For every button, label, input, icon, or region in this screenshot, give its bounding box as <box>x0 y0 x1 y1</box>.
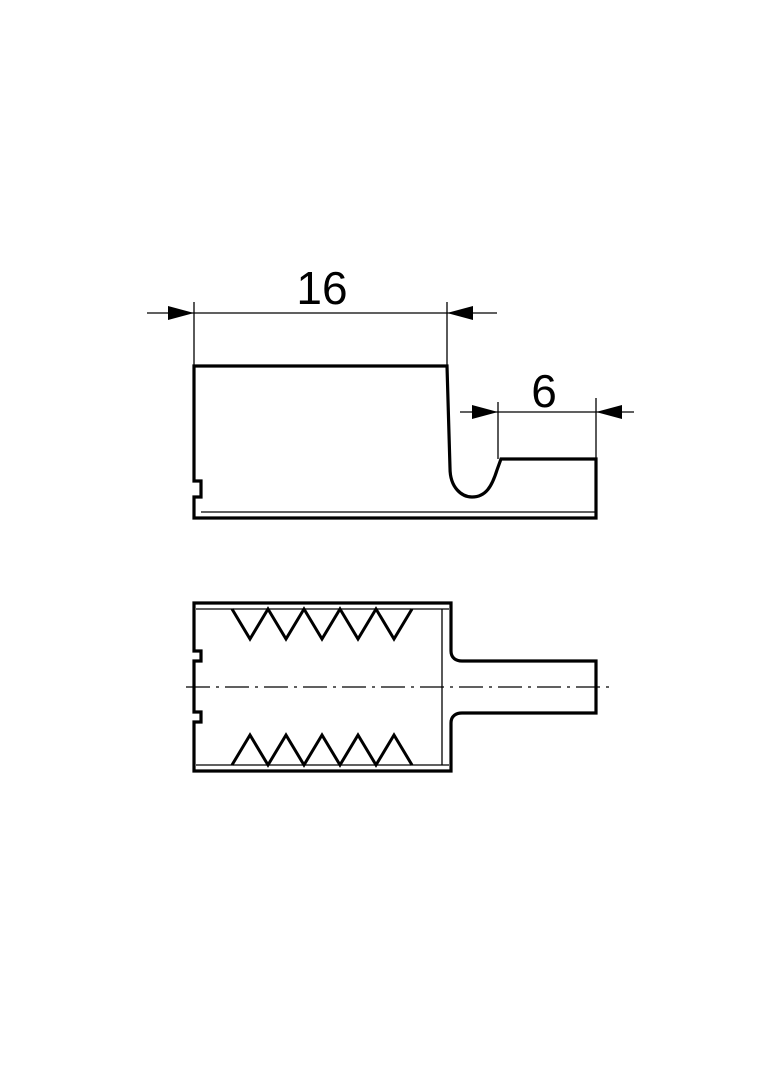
serration-lower <box>230 732 414 768</box>
side-view <box>192 364 598 520</box>
arrowhead-left <box>168 306 194 320</box>
arrowhead-right <box>447 306 473 320</box>
arrowhead-right <box>596 405 622 419</box>
dimension-value-6: 6 <box>531 365 557 417</box>
top-view <box>186 601 610 773</box>
top-view-outline <box>192 601 598 773</box>
arrowhead-left <box>472 405 498 419</box>
dimension-16: 16 <box>147 262 497 366</box>
serration-upper <box>230 606 414 642</box>
dimension-value-16: 16 <box>296 262 347 314</box>
dimension-6: 6 <box>460 365 634 459</box>
side-view-outline <box>192 364 598 520</box>
